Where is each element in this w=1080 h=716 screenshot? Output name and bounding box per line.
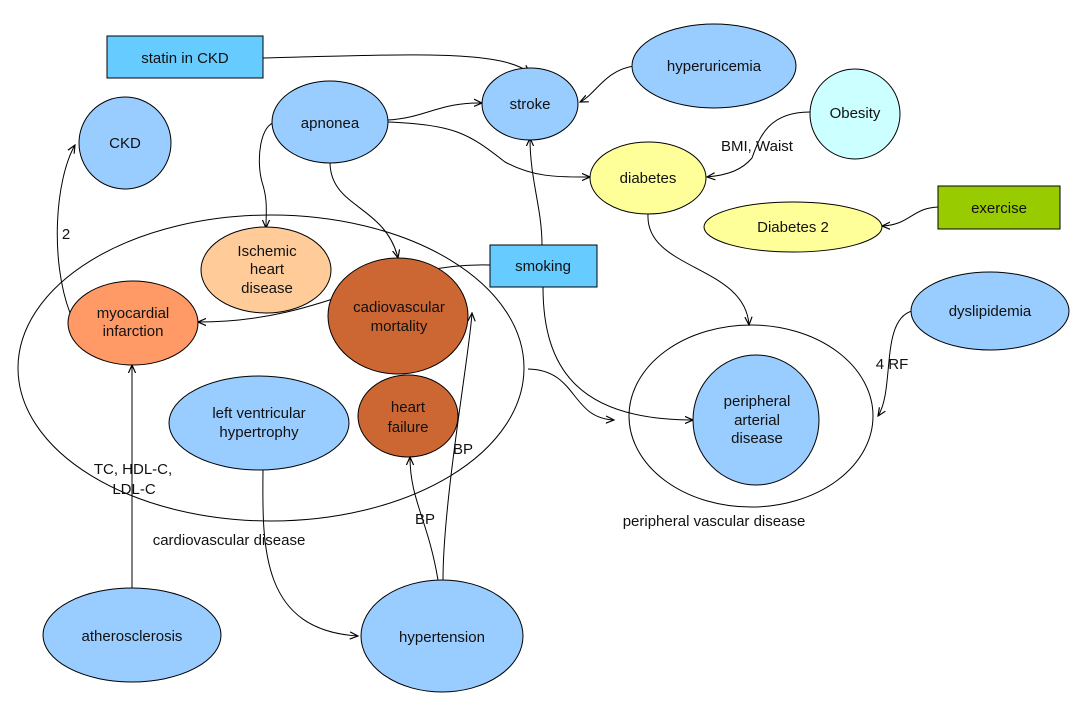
edge-htn-cvmort: [442, 313, 472, 581]
node-atherosclerosis[interactable]: atherosclerosis: [42, 587, 222, 683]
cvmort-label-1: cadiovascular: [353, 299, 445, 316]
node-hyperuricemia[interactable]: hyperuricemia: [631, 23, 797, 109]
cardiovascular-disease-label: cardiovascular disease: [153, 532, 306, 549]
ischemic-shape: [200, 226, 332, 314]
lvh-label-2: hypertrophy: [219, 424, 299, 441]
edge-label-bmi-waist: BMI, Waist: [721, 138, 794, 155]
diabetes2-label: Diabetes 2: [757, 219, 829, 236]
edge-label-4-rf: 4 RF: [876, 356, 909, 373]
htn-label: hypertension: [399, 629, 485, 646]
ischemic-label-1: Ischemic: [237, 243, 297, 260]
node-statin-in-ckd[interactable]: statin in CKD: [106, 35, 264, 79]
pad-shape: [692, 354, 820, 486]
obesity-shape: [809, 68, 901, 160]
edge-label-bp-heart-failure: BP: [415, 511, 435, 528]
diabetes-label: diabetes: [620, 170, 677, 187]
cvmort-label-2: mortality: [371, 318, 428, 335]
node-diabetes[interactable]: diabetes: [589, 141, 707, 215]
node-diabetes-2[interactable]: Diabetes 2: [703, 201, 883, 253]
edge-label-bp-mortality: BP: [453, 441, 473, 458]
edges: [56, 54, 939, 636]
edge-apnonea-diabetes: [387, 121, 590, 177]
edge-lvh-htn: [262, 469, 358, 636]
ckd-shape: [78, 96, 172, 190]
edge-smoking-stroke: [530, 138, 543, 246]
obesity-label: Obesity: [830, 105, 881, 122]
dyslipidemia-shape: [910, 271, 1070, 351]
node-smoking[interactable]: smoking: [489, 244, 598, 288]
pad-label-2: arterial: [734, 412, 780, 429]
peripheral-vascular-disease-label: peripheral vascular disease: [623, 513, 806, 530]
exercise-box: [937, 185, 1061, 230]
edge-mi-ckd: [56, 145, 75, 314]
node-ckd[interactable]: CKD: [78, 96, 172, 190]
edge-dyslipidemia-pad: [878, 310, 913, 416]
node-stroke[interactable]: stroke: [481, 67, 579, 141]
stroke-shape: [481, 67, 579, 141]
edge-exercise-diabetes2: [882, 206, 939, 226]
edge-label-2: 2: [62, 226, 70, 243]
mi-label-1: myocardial: [97, 305, 170, 322]
ckd-label: CKD: [109, 135, 141, 152]
cvmort-shape: [327, 257, 469, 375]
node-myocardial-infarction[interactable]: myocardial infarction: [67, 280, 199, 366]
hf-label-2: failure: [388, 419, 429, 436]
hf-label-1: heart: [391, 399, 426, 416]
mi-label-2: infarction: [103, 323, 164, 340]
diabetes2-shape: [703, 201, 883, 253]
edge-apnonea-cvmort: [329, 161, 398, 258]
node-apnonea[interactable]: apnonea: [271, 80, 389, 164]
athero-shape: [42, 587, 222, 683]
edge-hyperuricemia-stroke: [580, 65, 635, 102]
group-cardiovascular-disease: [17, 214, 525, 522]
edge-apnonea-ischemic: [258, 121, 277, 228]
lvh-label-1: left ventricular: [212, 405, 305, 422]
htn-shape: [360, 579, 524, 693]
edge-apnonea-stroke: [387, 103, 482, 121]
edge-cvd-pad: [527, 368, 614, 420]
node-peripheral-arterial-disease[interactable]: peripheral arterial disease: [692, 354, 820, 486]
statin-box: [106, 35, 264, 79]
node-left-ventricular-hypertrophy[interactable]: left ventricular hypertrophy: [168, 375, 350, 471]
pad-label-1: peripheral: [724, 393, 791, 410]
edge-obesity-diabetes: [707, 111, 811, 177]
hyperuricemia-label: hyperuricemia: [667, 58, 762, 75]
hyperuricemia-shape: [631, 23, 797, 109]
athero-label: atherosclerosis: [82, 628, 183, 645]
edge-label-lipids-1: TC, HDL-C,: [94, 461, 172, 478]
edge-diabetes-pad: [647, 213, 749, 325]
node-exercise[interactable]: exercise: [937, 185, 1061, 230]
hf-shape: [357, 374, 459, 458]
pad-label-3: disease: [731, 430, 783, 447]
edge-smoking-pad: [542, 286, 693, 420]
smoking-label: smoking: [515, 258, 571, 275]
smoking-box: [489, 244, 598, 288]
apnonea-label: apnonea: [301, 115, 360, 132]
mi-shape: [67, 280, 199, 366]
lvh-shape: [168, 375, 350, 471]
edge-label-lipids-2: LDL-C: [112, 481, 156, 498]
node-hypertension[interactable]: hypertension: [360, 579, 524, 693]
node-obesity[interactable]: Obesity: [809, 68, 901, 160]
statin-label: statin in CKD: [141, 50, 229, 67]
ischemic-label-3: disease: [241, 280, 293, 297]
apnonea-shape: [271, 80, 389, 164]
dyslipidemia-label: dyslipidemia: [949, 303, 1032, 320]
exercise-label: exercise: [971, 200, 1027, 217]
node-heart-failure[interactable]: heart failure: [357, 374, 459, 458]
diabetes-shape: [589, 141, 707, 215]
node-ischemic-heart-disease[interactable]: Ischemic heart disease: [200, 226, 332, 314]
edge-statin-stroke: [262, 54, 530, 73]
ischemic-label-2: heart: [250, 261, 285, 278]
node-dyslipidemia[interactable]: dyslipidemia: [910, 271, 1070, 351]
edge-htn-hf: [410, 457, 439, 581]
stroke-label: stroke: [510, 96, 551, 113]
node-cardiovascular-mortality[interactable]: cadiovascular mortality: [327, 257, 469, 375]
